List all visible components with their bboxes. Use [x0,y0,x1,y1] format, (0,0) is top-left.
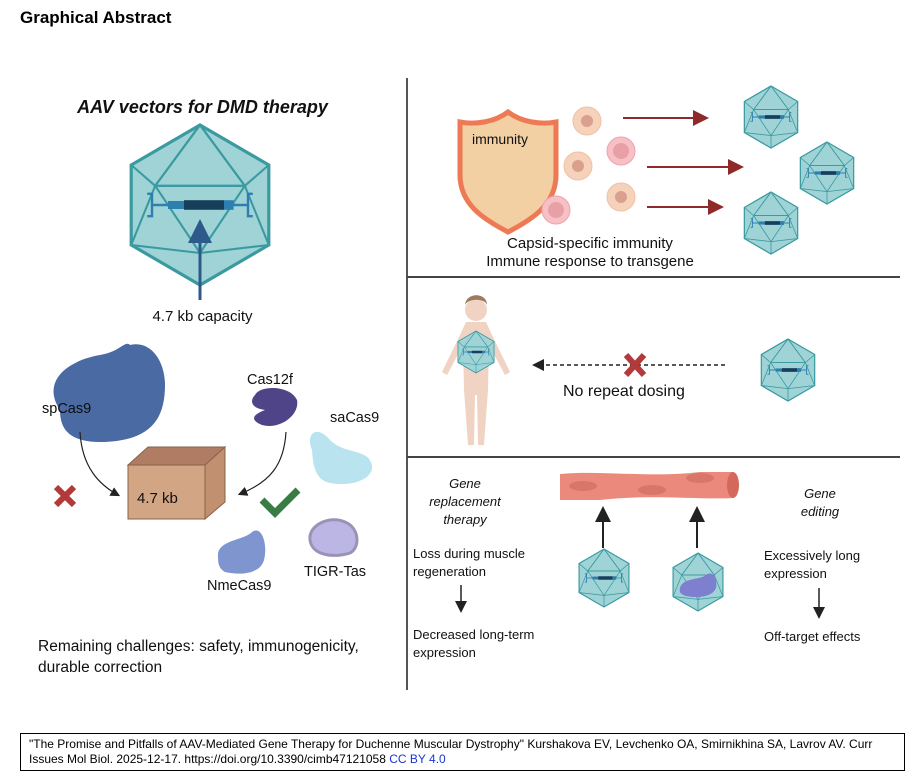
illustration-canvas [53,85,855,619]
no-dosing-cross-icon [623,352,647,378]
tigr-protein-icon [308,518,359,557]
horizontal-divider-2 [407,456,900,458]
gene-replacement-item-2: Decreased long-term expression [413,627,535,660]
cas12f-protein-icon [252,388,298,426]
cas12f-label: Cas12f [247,372,293,388]
citation-box: "The Promise and Pitfalls of AAV-Mediate… [20,733,905,771]
capacity-label: 4.7 kb capacity [152,308,253,325]
spcas9-protein-icon [53,343,165,443]
remaining-challenges-text: Remaining challenges: safety, immunogeni… [38,638,359,676]
tigr-label: TIGR-Tas [304,564,367,580]
sacas9-label: saCas9 [330,410,380,426]
immunity-caption-2: Immune response to transgene [486,253,694,270]
patient-figure-icon [442,295,510,445]
gene-editing-heading: Gene editing [800,486,840,519]
replacement-capsid-icon [578,548,630,608]
vertical-divider [406,78,408,690]
citation-text: "The Promise and Pitfalls of AAV-Mediate… [29,737,873,766]
nmecas9-protein-icon [218,530,266,574]
capsid-icon-1 [743,85,799,149]
page-title: Graphical Abstract [20,8,172,27]
horizontal-divider-1 [407,276,900,278]
capacity-box-icon [126,445,227,521]
license-link[interactable]: CC BY 4.0 [389,752,446,766]
gene-replacement-heading: Gene replacement therapy [429,476,501,527]
capsid-icon-3 [743,191,799,255]
left-panel-title: AAV vectors for DMD therapy [77,97,328,117]
shield-label: immunity [472,131,529,147]
gene-editing-item-2: Off-target effects [764,629,861,644]
check-icon [259,487,301,518]
gene-editing-item-1: Excessively long expression [764,548,861,581]
box-capacity-label: 4.7 kb [137,490,178,507]
immune-cells-icon [541,106,636,225]
nmecas9-label: NmeCas9 [207,578,272,594]
sacas9-protein-icon [310,431,373,485]
shield-icon [457,108,559,235]
cross-icon [53,484,77,508]
no-repeat-dosing-label: No repeat dosing [563,383,685,400]
immunity-caption-1: Capsid-specific immunity [507,235,673,252]
cas12f-to-box-arrow [237,431,287,496]
spcas9-to-box-arrow [79,431,121,497]
dosing-capsid-icon [760,338,816,402]
editing-cas-protein-icon [679,573,717,598]
spcas9-label: spCas9 [42,401,92,417]
muscle-fiber-icon [560,472,739,500]
capsid-icon-2 [799,141,855,205]
gene-replacement-item-1: Loss during muscle regeneration [413,546,525,579]
